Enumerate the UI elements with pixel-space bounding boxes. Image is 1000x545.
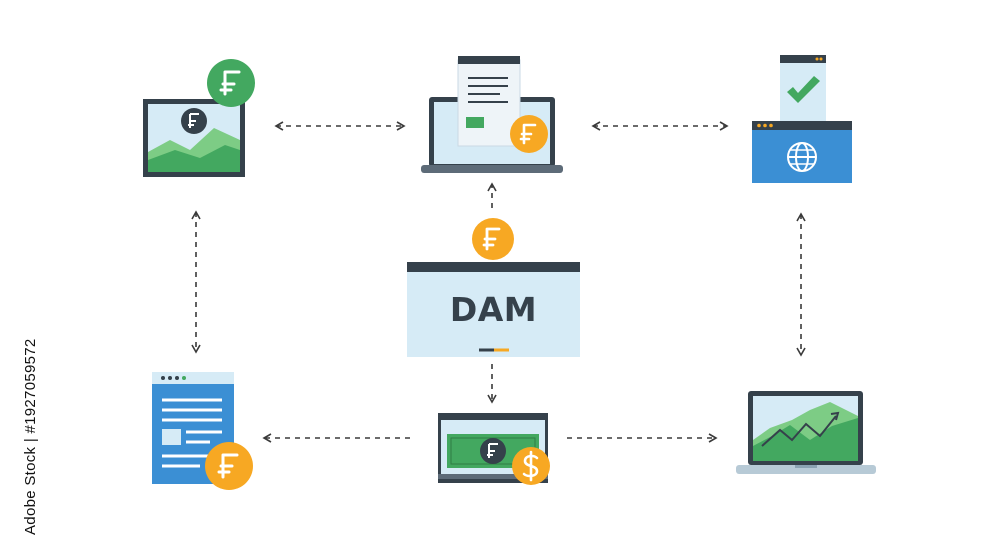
stock-id-text: Adobe Stock | #1927059572 [22,338,39,535]
dam-label: DAM [449,290,538,329]
coin-icon [472,218,514,260]
web-approval-icon [752,55,852,183]
coin-icon [510,115,548,153]
coin-icon [205,442,253,490]
analytics-laptop-icon [736,391,876,474]
image-icon [143,99,245,177]
connector-arrows [191,121,806,443]
dollar-coin-icon [512,447,550,485]
article-page-icon [152,372,234,484]
coin-icon [207,59,255,107]
dam-screen [407,262,580,357]
document-laptop-icon [421,56,563,173]
